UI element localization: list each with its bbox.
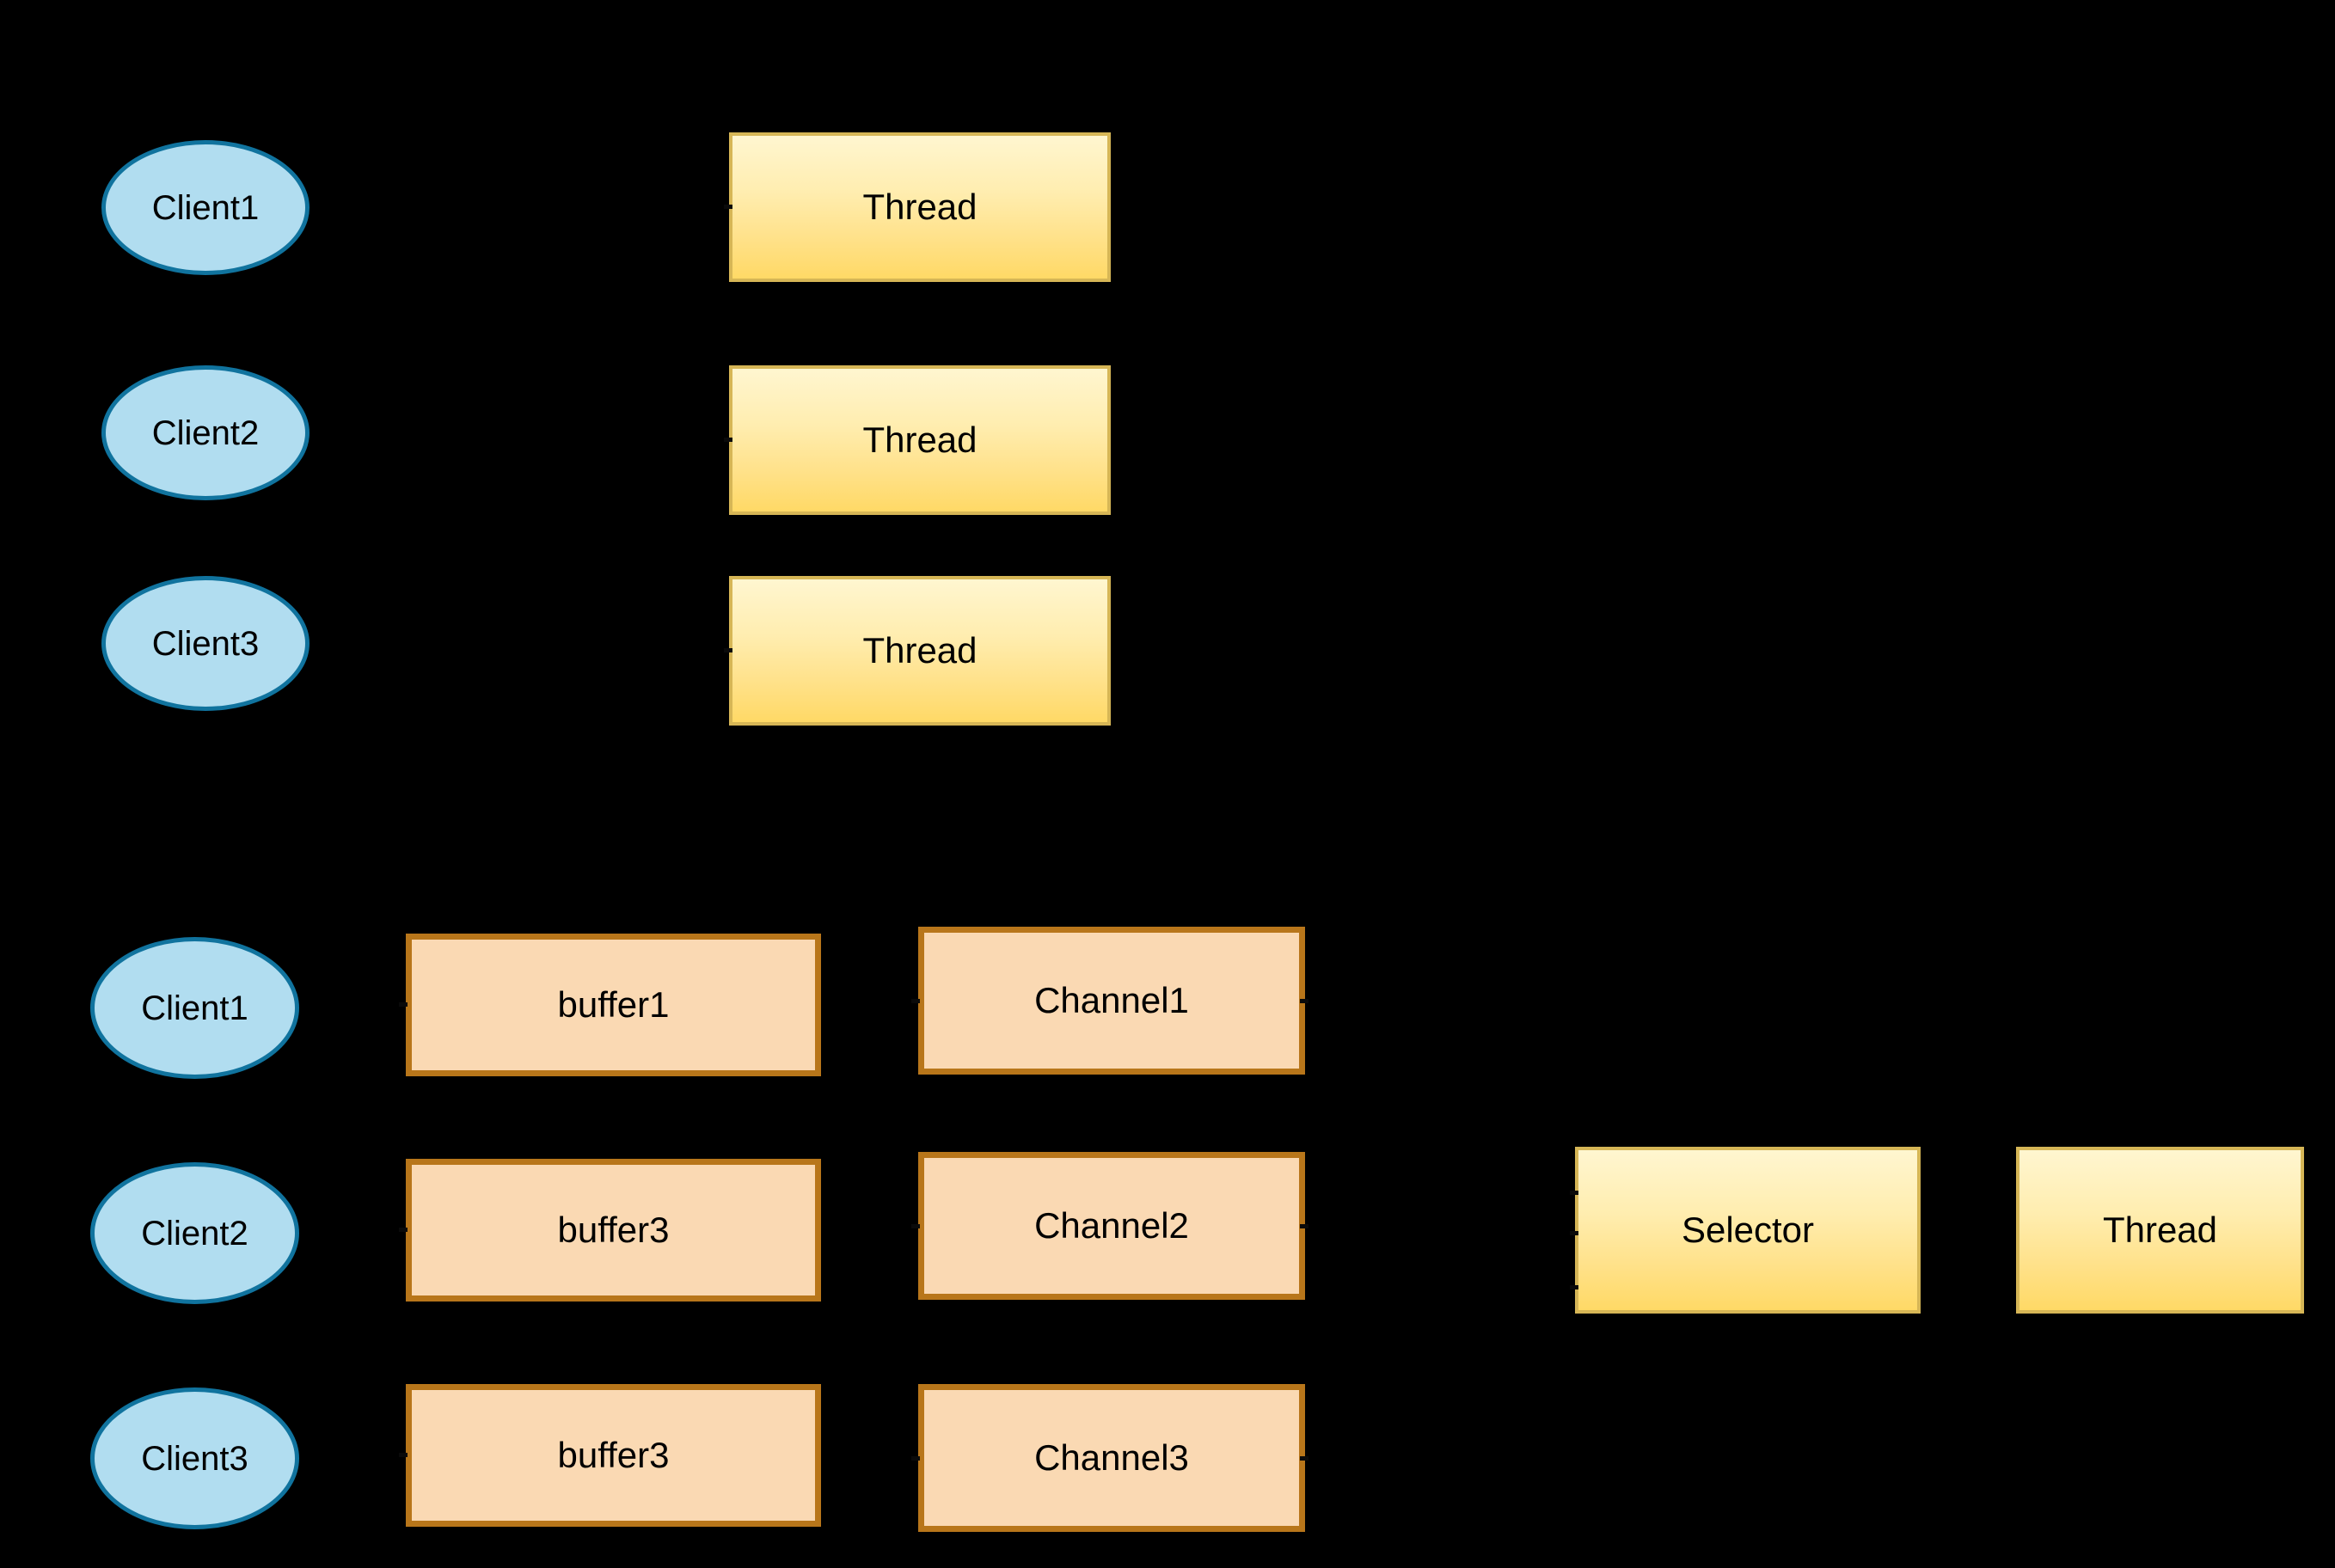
node-label: Thread (862, 630, 978, 671)
node-label: Selector (1681, 1210, 1815, 1250)
node-label: Channel2 (1034, 1205, 1189, 1246)
channel-node-row2[interactable]: Channel2 (918, 1152, 1305, 1300)
node-label: Thread (862, 187, 978, 227)
client-node-client2-bottom[interactable]: Client2 (90, 1162, 299, 1304)
connector-stub-buffer-row3 (399, 1453, 408, 1457)
node-label: Client2 (141, 1214, 248, 1253)
node-label: Thread (862, 420, 978, 460)
node-label: Thread (2102, 1210, 2218, 1250)
node-label: Client3 (141, 1439, 248, 1478)
buffer-node-row2[interactable]: buffer3 (406, 1159, 821, 1302)
client-node-client3-top[interactable]: Client3 (101, 576, 309, 711)
connector-stub-channel-row3-right (1300, 1456, 1308, 1461)
thread-node-row2[interactable]: Thread (729, 365, 1111, 515)
node-label: buffer3 (557, 1435, 670, 1475)
connector-stub-channel-row2-right (1300, 1224, 1308, 1228)
client-node-client2-top[interactable]: Client2 (101, 365, 309, 500)
connector-stub-thread-row1 (724, 205, 732, 209)
connector-stub-selector-in3 (1570, 1285, 1578, 1289)
node-label: Client1 (141, 989, 248, 1027)
buffer-node-row3[interactable]: buffer3 (406, 1384, 821, 1527)
connector-stub-buffer-row1 (399, 1002, 408, 1007)
thread-node-row3[interactable]: Thread (729, 576, 1111, 726)
connector-stub-channel-row3-left (911, 1456, 920, 1461)
worker-thread-node[interactable]: Thread (2016, 1147, 2304, 1314)
node-label: Client3 (151, 624, 260, 663)
connector-stub-channel-row1-left (911, 999, 920, 1003)
node-label: buffer3 (557, 1210, 670, 1250)
channel-node-row3[interactable]: Channel3 (918, 1384, 1305, 1532)
node-label: Client2 (151, 413, 260, 452)
connector-stub-buffer-row2 (399, 1228, 408, 1232)
client-node-client1-top[interactable]: Client1 (101, 140, 309, 275)
connector-stub-selector-in2 (1570, 1231, 1578, 1235)
connector-stub-thread-row3 (724, 648, 732, 652)
node-label: Channel1 (1034, 980, 1189, 1020)
thread-node-row1[interactable]: Thread (729, 132, 1111, 282)
connector-stub-channel-row2-left (911, 1224, 920, 1228)
selector-node[interactable]: Selector (1575, 1147, 1921, 1314)
node-label: Channel3 (1034, 1437, 1189, 1478)
client-node-client3-bottom[interactable]: Client3 (90, 1387, 299, 1529)
channel-node-row1[interactable]: Channel1 (918, 927, 1305, 1075)
client-node-client1-bottom[interactable]: Client1 (90, 937, 299, 1079)
node-label: Client1 (151, 188, 260, 227)
connector-stub-channel-row1-right (1300, 999, 1308, 1003)
connector-stub-selector-in1 (1570, 1191, 1578, 1195)
node-label: buffer1 (557, 984, 670, 1025)
buffer-node-row1[interactable]: buffer1 (406, 934, 821, 1076)
connector-stub-thread-row2 (724, 438, 732, 442)
